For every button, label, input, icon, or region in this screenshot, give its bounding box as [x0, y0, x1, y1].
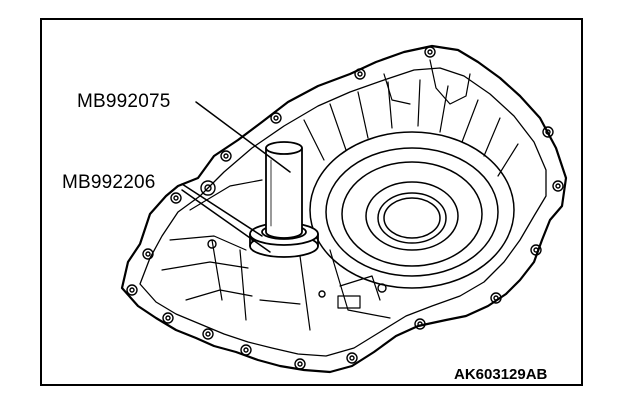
case-flange — [139, 67, 547, 357]
housing-ribs — [303, 59, 519, 177]
callout-mb992075: MB992075 — [77, 91, 171, 112]
bolt-bosses — [126, 46, 564, 370]
tool-guide-pin — [265, 141, 303, 239]
leader-line-mb992206-upper — [181, 183, 263, 237]
lower-webs — [161, 179, 391, 331]
case-outline — [120, 44, 568, 374]
leader-line-mb992206-lower — [181, 189, 271, 253]
leader-line-mb992075 — [195, 101, 291, 173]
figure-code: AK603129AB — [454, 366, 548, 383]
figure-frame — [40, 18, 583, 386]
main-bore — [309, 131, 515, 289]
callout-mb992206: MB992206 — [62, 172, 156, 193]
